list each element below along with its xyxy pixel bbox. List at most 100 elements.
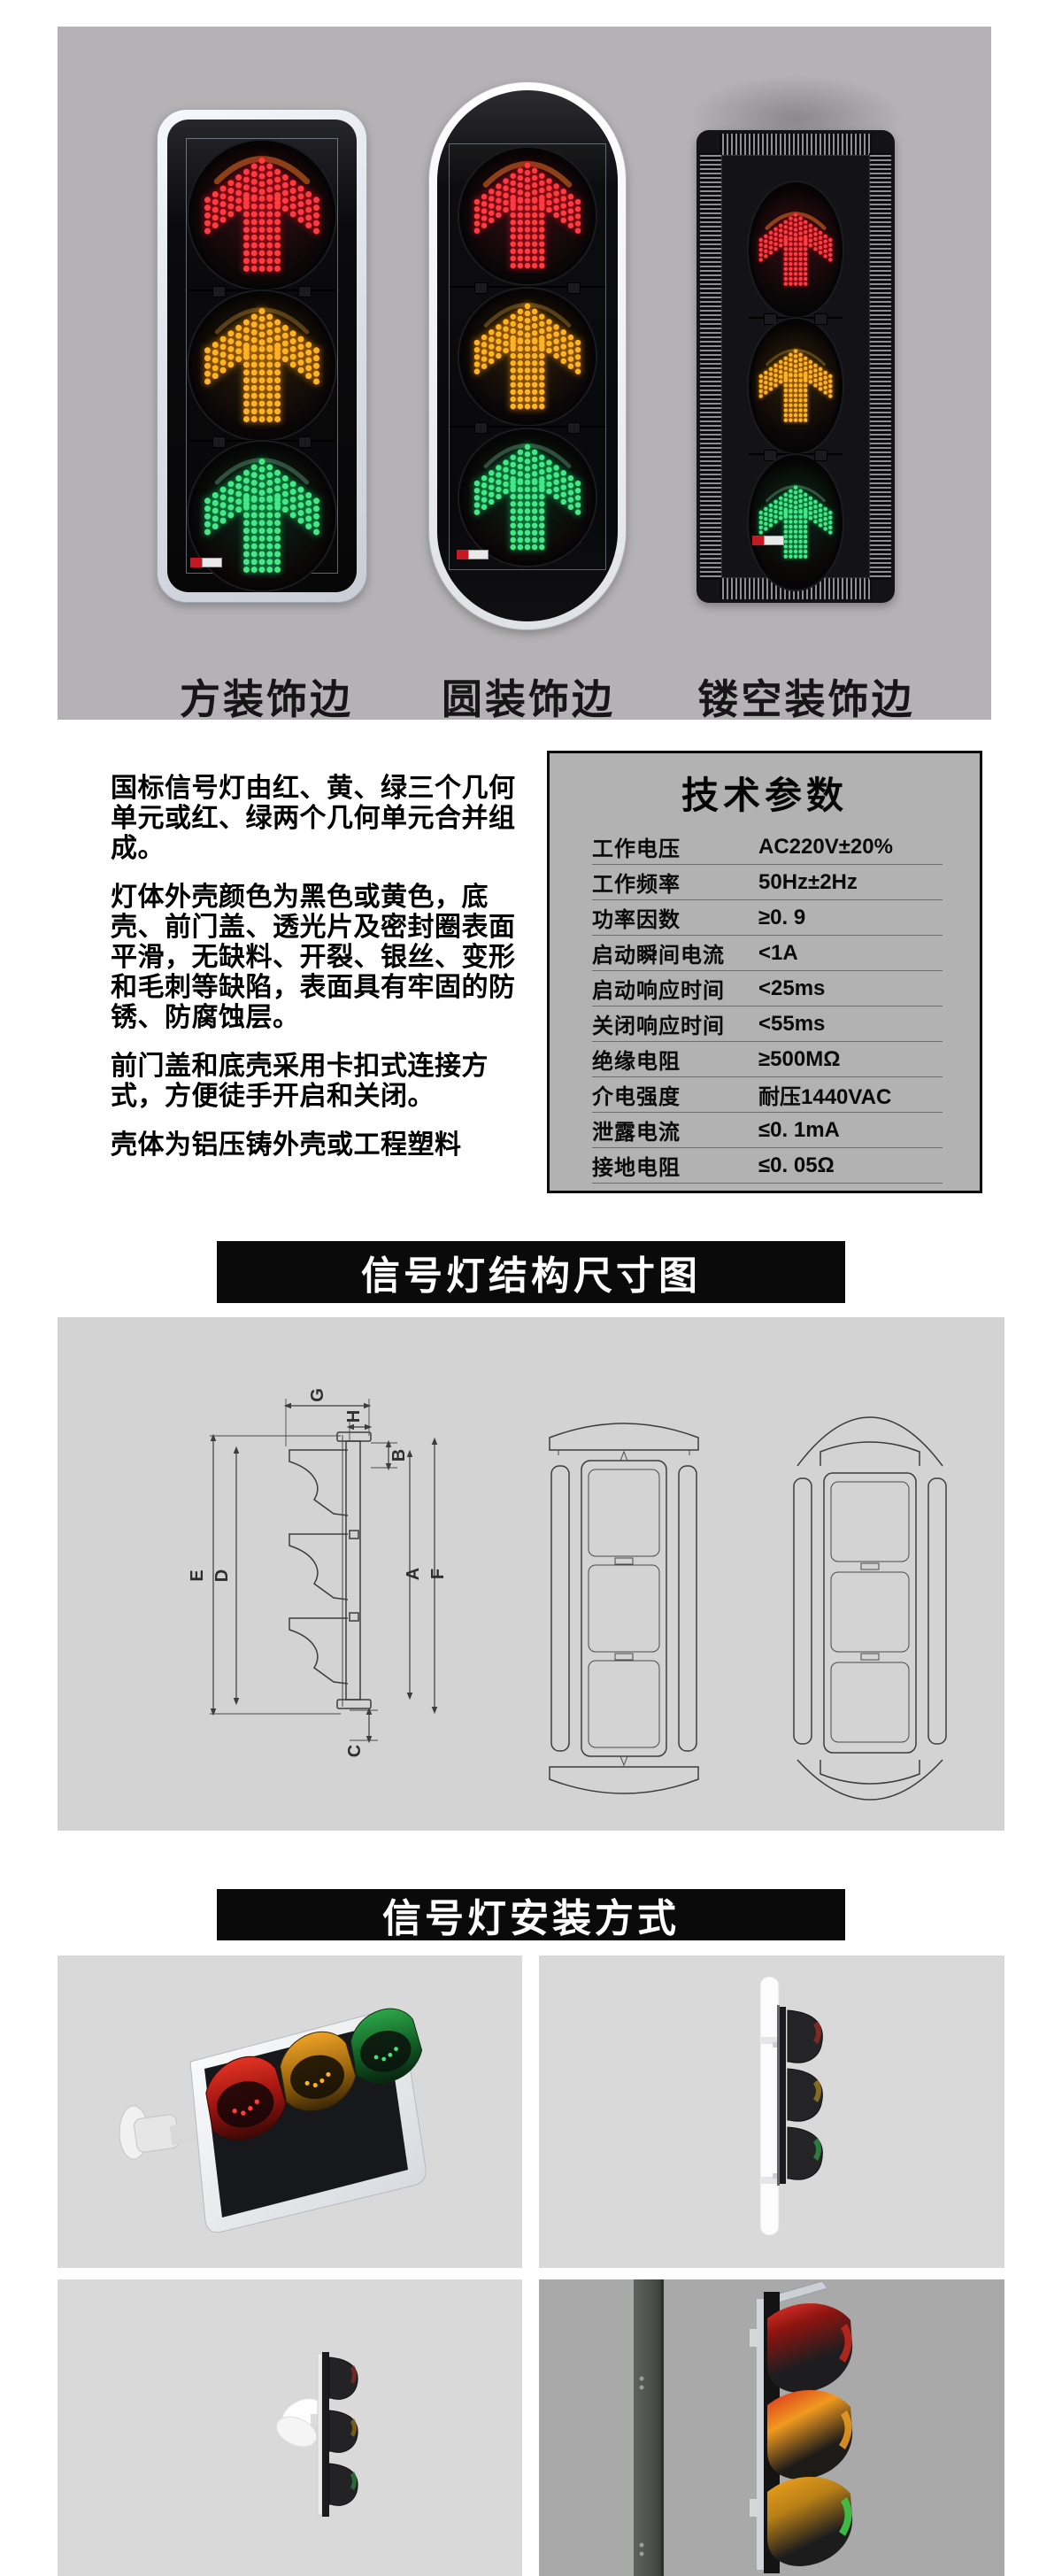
dim-label-E: E	[188, 1570, 207, 1581]
green-hood	[767, 2476, 853, 2566]
signal-lamp-square-trim	[157, 109, 367, 603]
lamp-module-yellow	[450, 282, 605, 427]
led-arrow-up-yellow	[204, 307, 320, 423]
lens-red	[189, 141, 335, 289]
banner-text: 信号灯结构尺寸图	[361, 1254, 701, 1298]
capsule-frame	[428, 81, 627, 630]
spec-value: AC220V±20%	[758, 834, 893, 859]
lamp-modules	[189, 141, 335, 590]
mount-bracket	[119, 2105, 206, 2160]
lamp-body	[721, 155, 870, 590]
led-arrow-up-yellow	[758, 348, 833, 422]
side-view-drawing: G H B E D A F C	[188, 1388, 448, 1757]
hollow-frame	[696, 130, 895, 603]
pole-closeup-render	[634, 2279, 853, 2576]
tech-spec-title: 技术参数	[681, 775, 848, 816]
back-view-flat-caps	[549, 1423, 699, 1794]
spec-label: 关闭响应时间	[592, 1014, 725, 1038]
dim-label-G: G	[308, 1388, 327, 1402]
spec-label: 接地电阻	[592, 1156, 681, 1180]
lens-yellow	[189, 291, 335, 440]
signal-side-profile	[317, 2352, 358, 2517]
table-row: 工作电压 AC220V±20%	[592, 829, 943, 865]
led-arrow-up-red	[758, 212, 833, 286]
led-arrow-up-green	[758, 484, 833, 559]
lamp-module-red	[450, 147, 605, 286]
dim-label-B: B	[389, 1449, 409, 1462]
mount-pole	[759, 1976, 780, 2236]
banner-structure-dimensions: 信号灯结构尺寸图	[217, 1241, 845, 1303]
variant-label-square: 方装饰边	[180, 676, 353, 722]
spec-label: 工作电压	[592, 837, 681, 861]
signal-lamp-hollow-trim	[696, 130, 895, 603]
spec-label: 工作频率	[592, 873, 681, 897]
horizontal-mount-render	[119, 2008, 427, 2233]
product-description: 国标信号灯由红、黄、绿三个几何单元或红、绿两个几何单元合并组成。 灯体外壳颜色为…	[111, 774, 519, 1179]
tech-spec-table: 技术参数 工作电压 AC220V±20% 工作频率 50Hz±2Hz 功率因数 ≥0.…	[547, 751, 982, 1193]
led-arrow-up-green	[473, 443, 581, 551]
pole-side-view-render	[759, 1976, 823, 2236]
dim-label-A: A	[404, 1568, 423, 1580]
table-row: 绝缘电阻 ≥500MΩ	[592, 1042, 943, 1077]
table-row: 启动瞬间电流<1A	[592, 936, 943, 971]
lamp-modules	[450, 147, 605, 567]
lamp-module-green	[749, 450, 843, 590]
table-row: 启动响应时间<25ms	[592, 971, 943, 1006]
lamp-module-yellow	[189, 286, 335, 440]
spec-label: 泄露电流	[592, 1121, 681, 1145]
variant-label-hollow: 镂空装饰边	[697, 676, 915, 722]
description-paragraph: 灯体外壳颜色为黑色或黄色，底壳、前门盖、透光片及密封圈表面平滑，无缺料、开裂、银…	[111, 883, 516, 1032]
signal-side-profile	[777, 2005, 823, 2186]
table-row: 工作频率 50Hz±2Hz	[592, 865, 943, 900]
spec-value: <55ms	[758, 1011, 826, 1036]
brand-sticker	[190, 558, 222, 567]
spec-label: 绝缘电阻	[592, 1050, 681, 1074]
spec-label: 功率因数	[592, 908, 681, 932]
table-row: 关闭响应时间 <55ms	[592, 1006, 943, 1042]
tech-spec-rows: 工作电压 AC220V±20% 工作频率 50Hz±2Hz 功率因数 ≥0. 9 启动…	[550, 829, 980, 1184]
signal-closeup	[750, 2280, 853, 2573]
install-render-pole-closeup	[539, 2279, 1004, 2576]
spec-value: <25ms	[758, 976, 826, 1000]
red-hood	[205, 2055, 287, 2140]
install-render-horizontal-mount	[58, 1955, 522, 2268]
grille-band-right	[869, 153, 891, 580]
install-render-wall-bracket	[58, 2279, 522, 2576]
table-row: 介电强度耐压1440VAC	[592, 1077, 943, 1113]
dim-label-H: H	[344, 1410, 364, 1423]
back-view-dome-caps	[793, 1416, 947, 1801]
spec-value: <1A	[758, 940, 798, 965]
square-frame	[157, 109, 367, 603]
signal-lamp-round-trim	[428, 81, 627, 630]
wall-bracket-render	[275, 2352, 358, 2517]
lamp-module-green	[450, 422, 605, 567]
lamp-module-red	[749, 182, 843, 317]
led-arrow-up-red	[204, 156, 320, 273]
install-render-pole-side-view	[539, 1955, 1004, 2268]
spec-value: 50Hz±2Hz	[758, 869, 858, 894]
lens-red	[459, 148, 596, 285]
lamp-body	[437, 90, 618, 621]
lens-green	[459, 428, 596, 566]
table-row: 接地电阻≤0. 05Ω	[592, 1148, 943, 1184]
banner-text: 信号灯安装方式	[382, 1897, 680, 1940]
brand-sticker	[752, 536, 784, 545]
spec-value: ≥0. 9	[758, 905, 806, 929]
spec-value: 耐压1440VAC	[758, 1085, 892, 1109]
banner-install-methods: 信号灯安装方式	[217, 1889, 845, 1940]
variant-label-round: 圆装饰边	[442, 676, 615, 722]
grille-band-left	[700, 153, 722, 580]
yellow-hood	[280, 2031, 357, 2111]
dim-label-D: D	[212, 1570, 232, 1582]
signal-pole	[634, 2279, 664, 2576]
lens-yellow	[459, 289, 596, 425]
lens-yellow	[749, 319, 843, 453]
panel-outline	[449, 143, 606, 570]
lamp-module-green	[189, 436, 335, 590]
description-paragraph: 壳体为铝压铸外壳或工程塑料	[111, 1130, 462, 1160]
spec-value: ≤0. 1mA	[758, 1117, 840, 1142]
green-hood	[350, 2008, 423, 2084]
lamp-modules	[749, 182, 843, 590]
spec-value: ≥500MΩ	[758, 1046, 841, 1071]
